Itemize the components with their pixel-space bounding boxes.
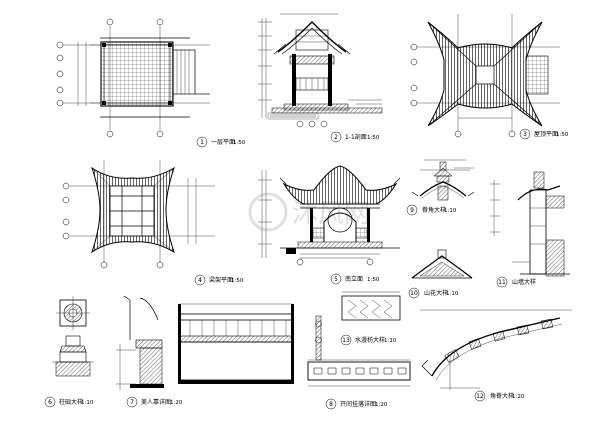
- drawing-13-scale: 1:10: [384, 338, 397, 344]
- drawing-2-title-text: 1-1剖面: [345, 133, 367, 141]
- drawing-6-title: 6 柱础大样 1:10: [44, 396, 94, 408]
- drawing-3-scale: 1:50: [556, 132, 569, 138]
- drawing-13-title-text: 水漫枋大样: [355, 336, 385, 344]
- drawing-13-title: 13 水漫枋大样 1:10: [340, 334, 397, 346]
- drawing-12-number: 12: [476, 393, 484, 400]
- drawing-11-title-text: 山墙大样: [512, 278, 536, 286]
- drawing-5-title: 5 南立面 1:50: [330, 273, 380, 285]
- drawing-8-scale: 1:20: [375, 402, 388, 408]
- drawing-3-number: 3: [523, 131, 527, 138]
- drawing-1-title-text: 一层平面: [211, 139, 235, 146]
- drawing-7-scale: 1:20: [170, 400, 183, 406]
- drawing-10-gable-flower-detail: [411, 249, 473, 279]
- drawing-1-title: 1 一层平面 1:50: [196, 136, 246, 148]
- drawing-6-number: 6: [48, 399, 52, 406]
- drawing-13-beam-detail: [315, 291, 401, 361]
- drawing-6-scale: 1:10: [81, 400, 94, 406]
- drawing-3-roof-plan: [410, 14, 560, 138]
- drawing-7-bench-section: [116, 295, 164, 390]
- drawing-4-scale: 1:50: [231, 278, 244, 284]
- drawing-11-gable-wall-detail: [490, 171, 570, 277]
- drawing-7-title: 7 美人靠详图 1:20: [126, 396, 183, 408]
- drawing-1-ground-floor-plan: [56, 18, 210, 138]
- drawing-9-title: 9 脊角大样 1:10: [406, 204, 457, 216]
- drawing-10-scale: 1:10: [446, 291, 459, 297]
- drawing-13-number: 13: [342, 337, 350, 344]
- drawing-5-number: 5: [334, 276, 338, 283]
- drawing-7-number: 7: [130, 399, 134, 406]
- drawing-8-number: 8: [329, 401, 333, 408]
- drawing-11-title: 11 山墙大样: [496, 276, 536, 288]
- drawing-5-scale: 1:50: [367, 277, 380, 283]
- drawing-2-section-1-1: [258, 13, 383, 128]
- drawing-11-number: 11: [498, 279, 506, 286]
- drawing-9-title-text: 脊角大样: [422, 206, 446, 214]
- drawing-5-south-elevation: [258, 165, 401, 266]
- drawing-7-title-text: 美人靠详图: [141, 398, 171, 406]
- drawing-4-title-text: 梁架平面: [209, 276, 233, 284]
- drawing-2-number: 2: [334, 134, 338, 141]
- drawing-8-hanging-fascia-detail: [307, 359, 411, 387]
- drawing-9-ridge-corner-detail: [411, 159, 475, 201]
- drawing-9-scale: 1:10: [444, 208, 457, 214]
- drawing-12-scale: 1:20: [512, 394, 525, 400]
- drawing-2-scale: 1:50: [367, 135, 380, 141]
- drawing-1-scale: 1:50: [233, 140, 246, 146]
- drawing-3-title-text: 屋顶平面: [534, 131, 558, 138]
- drawing-12-title-text: 角脊大样: [490, 392, 514, 400]
- drawing-2-title: 2 1-1剖面 1:50: [330, 131, 380, 143]
- drawing-5-title-text: 南立面: [345, 275, 363, 283]
- drawing-10-title: 10 山花大样 1:10: [408, 287, 459, 299]
- drawing-6-column-base-detail: [52, 296, 94, 377]
- drawing-3-title: 3 屋顶平面 1:50: [519, 128, 569, 140]
- drawing-10-title-text: 山花大样: [424, 289, 448, 297]
- drawing-12-title: 12 角脊大样 1:20: [474, 390, 525, 402]
- drawing-4-title: 4 梁架平面 1:50: [194, 274, 244, 286]
- drawing-4-number: 4: [198, 277, 202, 284]
- drawing-6-title-text: 柱础大样: [59, 398, 83, 406]
- drawing-1-number: 1: [200, 139, 204, 146]
- bench-elevation: [178, 303, 294, 384]
- drawing-12-hip-ridge-detail: [420, 309, 572, 390]
- drawing-4-beam-frame-plan: [62, 160, 215, 269]
- drawing-8-title: 8 开间挂落详图 1:20: [325, 398, 388, 410]
- drawing-10-number: 10: [410, 290, 418, 297]
- drawing-8-title-text: 开间挂落详图: [340, 400, 376, 408]
- drawing-9-number: 9: [410, 207, 414, 214]
